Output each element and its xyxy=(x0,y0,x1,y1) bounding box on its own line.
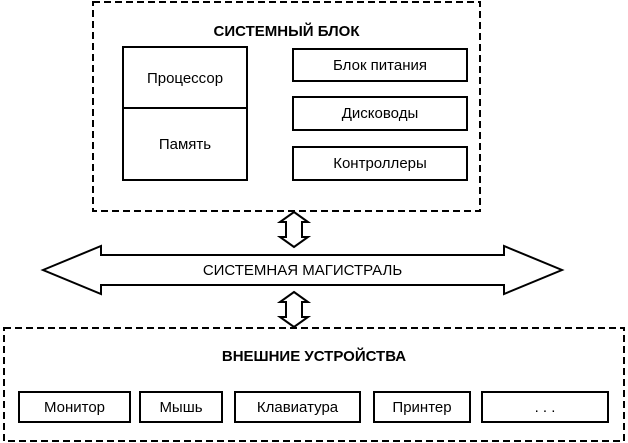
controllers-box xyxy=(292,146,468,181)
upper-connector-arrow xyxy=(276,210,312,249)
power-supply-box xyxy=(292,48,468,82)
device-printer: Принтер xyxy=(392,398,452,416)
device-monitor: Монитор xyxy=(43,398,106,416)
external-devices-title: ВНЕШНИЕ УСТРОЙСТВА xyxy=(221,347,407,365)
device-mouse: Мышь xyxy=(159,398,203,416)
device-keyboard: Клавиатура xyxy=(256,398,339,416)
device-box-printer xyxy=(373,391,471,423)
controllers-label: Контроллеры xyxy=(333,155,427,172)
cpu-memory-box xyxy=(122,46,248,181)
device-box-mouse xyxy=(139,391,223,423)
system-unit-frame xyxy=(92,1,481,212)
device-more: . . . xyxy=(534,398,556,416)
cpu-label: Процессор xyxy=(146,69,224,87)
drives-label: Дисководы xyxy=(341,105,419,122)
memory-label: Память xyxy=(158,135,212,153)
device-box-monitor xyxy=(18,391,131,423)
lower-connector-arrow xyxy=(276,290,312,329)
system-bus-arrow xyxy=(40,244,565,296)
drives-box xyxy=(292,96,468,131)
system-unit-title: СИСТЕМНЫЙ БЛОК xyxy=(213,22,360,40)
device-box-keyboard xyxy=(234,391,361,423)
device-box-more xyxy=(481,391,609,423)
system-bus-label: СИСТЕМНАЯ МАГИСТРАЛЬ xyxy=(202,261,403,279)
external-devices-frame xyxy=(3,327,625,442)
power-supply-label: Блок питания xyxy=(333,56,427,74)
